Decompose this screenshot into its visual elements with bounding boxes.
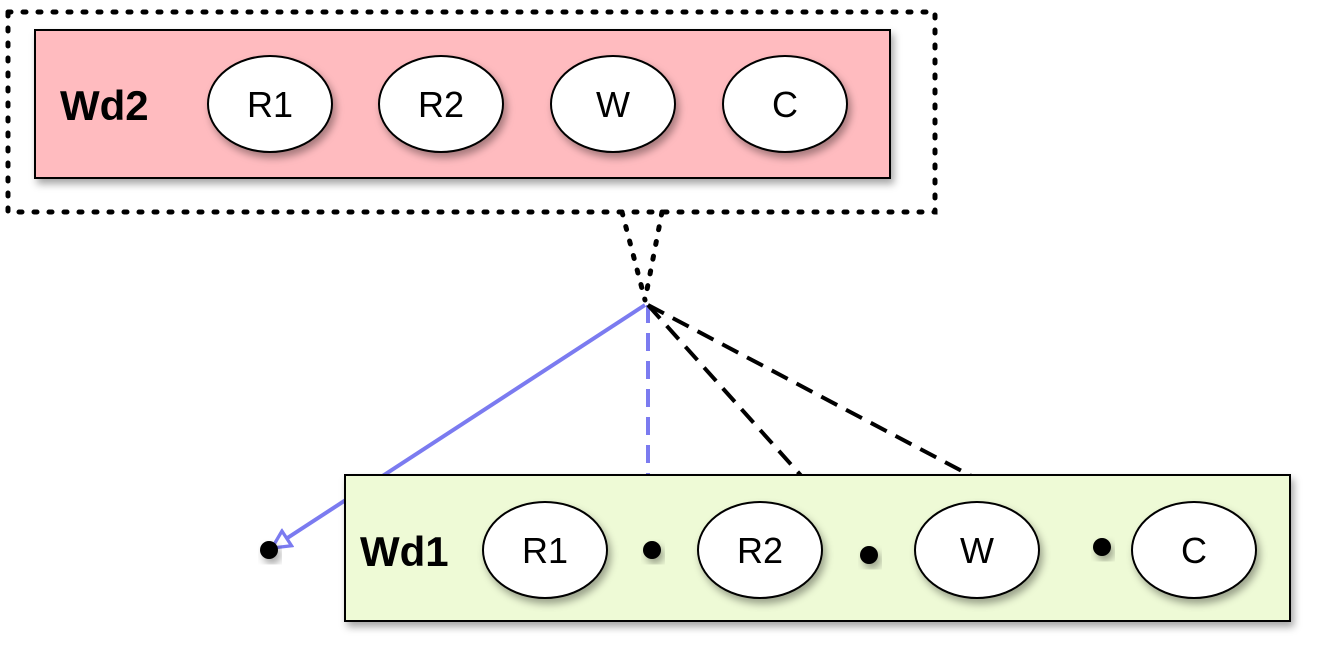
wd1-node-w: W <box>914 501 1040 599</box>
wd2-node-c: C <box>722 55 848 153</box>
wd1-node-c: C <box>1131 501 1257 599</box>
wd1-label: Wd1 <box>360 528 449 575</box>
wd2-node-r1-label: R1 <box>247 84 293 125</box>
wd2-label: Wd2 <box>60 82 149 129</box>
dotted-frame <box>5 9 938 215</box>
wd1-node-r2: R2 <box>697 501 823 599</box>
insertion-point-0 <box>260 541 278 559</box>
wd1-node-r1-label: R1 <box>522 530 568 571</box>
insertion-point-1 <box>643 541 661 559</box>
wd2-node-r1: R1 <box>207 55 333 153</box>
wd2-node-w: W <box>550 55 676 153</box>
insertion-point-3 <box>1093 538 1111 556</box>
wd2-node-c-label: C <box>772 84 798 125</box>
wd1-group: Wd1 R1 R2 W C <box>344 474 1291 622</box>
dotted-funnel-left <box>619 209 648 303</box>
wd1-node-c-label: C <box>1181 530 1207 571</box>
insertion-point-2 <box>860 546 878 564</box>
wd1-node-w-label: W <box>960 530 994 571</box>
wd2-node-r2: R2 <box>378 55 504 153</box>
wd2-node-w-label: W <box>596 84 630 125</box>
wd2-group: Wd2 R1 R2 W C <box>34 29 891 179</box>
blue-solid-arrow <box>272 303 647 548</box>
wd2-node-r2-label: R2 <box>418 84 464 125</box>
dotted-funnel-right <box>642 209 665 303</box>
wd1-node-r2-label: R2 <box>737 530 783 571</box>
wd1-node-r1: R1 <box>482 501 608 599</box>
